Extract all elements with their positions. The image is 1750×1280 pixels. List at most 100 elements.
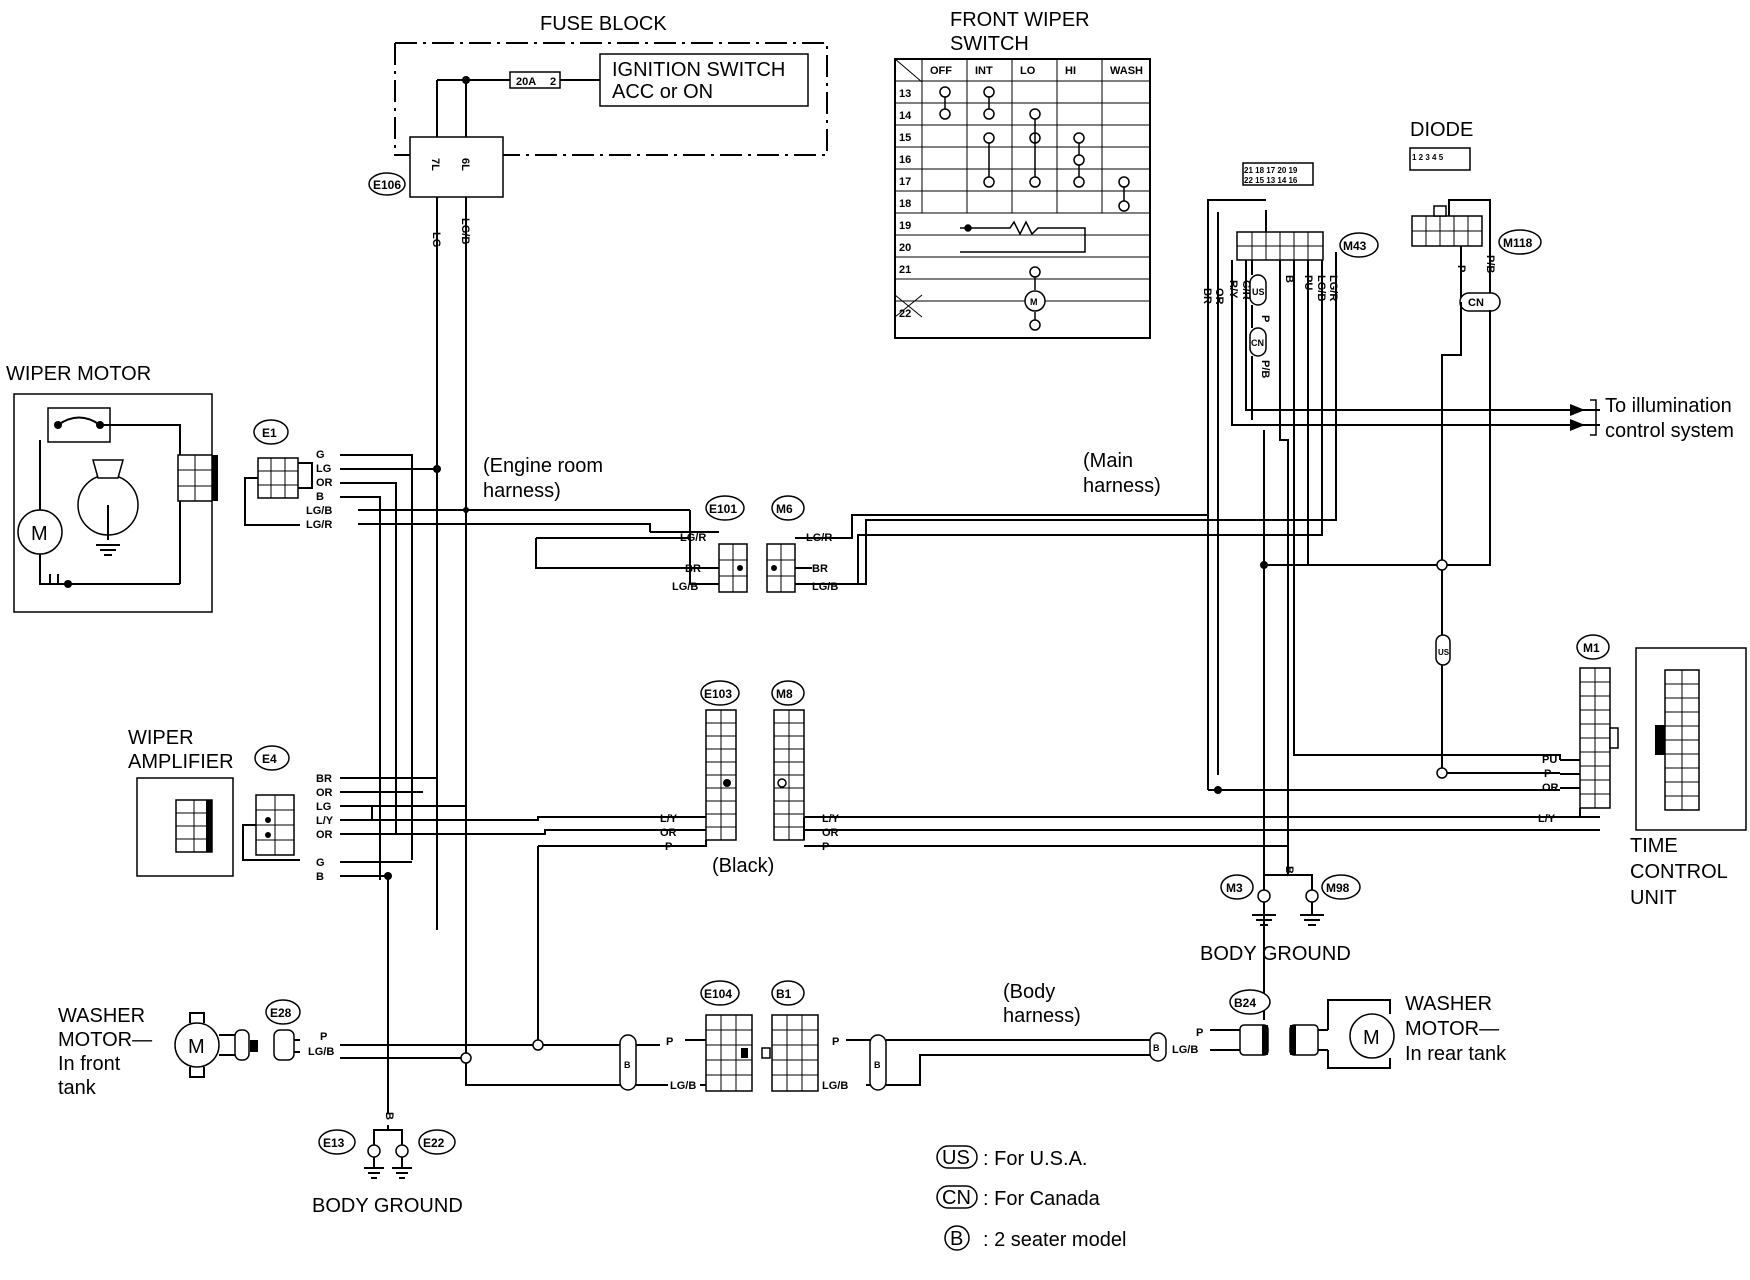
e1-wire-lg: LG [316, 463, 331, 475]
switch-row-14: 14 [899, 110, 912, 122]
switch-header-lo: LO [1020, 65, 1036, 77]
body-ground-right: B M3 M98 BODY GROUND [1200, 850, 1361, 965]
connector-m8-label: M8 [776, 687, 793, 701]
e4-wire-lg: LG [316, 801, 331, 813]
legend-item-us: US : For U.S.A. [936, 1145, 1087, 1170]
to-illumination: To illumination control system [1560, 395, 1734, 442]
e1-wire-g: G [316, 449, 325, 461]
washer-motor-front: WASHER MOTOR— In front tank M E28 P LG/B [58, 999, 620, 1099]
black-label: (Black) [712, 855, 774, 877]
legend-item-2-seater: B : 2 seater model [944, 1225, 1126, 1251]
switch-row-16: 16 [899, 154, 911, 166]
diode-cn-badge: CN [1468, 297, 1484, 309]
connector-tag-e13 [318, 1129, 356, 1155]
connector-e28-label: E28 [270, 1006, 292, 1020]
diode-label: DIODE [1410, 119, 1473, 141]
connector-e103-label: E103 [704, 687, 732, 701]
e101-wire-lgr: LG/R [680, 532, 706, 544]
ignition-label-2: ACC or ON [612, 81, 713, 103]
legend-text-cn: : For Canada [983, 1188, 1101, 1210]
e4-wire-or: OR [316, 787, 333, 799]
m8-wire-ly: L/Y [822, 813, 840, 825]
e1-wire-or: OR [316, 477, 333, 489]
connector-m43: 21 18 17 20 19 22 15 13 14 16 M43 BR OR … [857, 162, 1600, 1020]
connector-e103-m8: E103 M8 (Black) L/Y OR P L/Y OR P [537, 680, 1600, 1045]
e101-wire-lgb: LG/B [672, 581, 698, 593]
svg-text:M: M [1030, 297, 1038, 307]
washer-rear-label-2: MOTOR— [1405, 1018, 1499, 1040]
connector-tag-e104 [700, 980, 740, 1006]
connector-tag-m3 [1220, 874, 1254, 900]
connector-m6-label: M6 [776, 502, 793, 516]
wiper-motor: WIPER MOTOR M [6, 363, 218, 613]
m1-wire-or: OR [1542, 782, 1559, 794]
b1-wire-p: P [832, 1036, 839, 1048]
illumination-label-2: control system [1605, 420, 1734, 442]
connector-tag-e106 [368, 172, 406, 196]
connector-m118: M118 [1503, 236, 1533, 250]
washer-front-label-1: WASHER [58, 1005, 145, 1027]
body-ground-left: B E13 E22 BODY GROUND [312, 876, 463, 1217]
connector-m98-label: M98 [1326, 881, 1350, 895]
switch-row-21: 21 [899, 264, 911, 276]
m43-wire-p: P [1259, 315, 1271, 322]
e28-wire-p: P [320, 1031, 327, 1043]
connector-e101-m6: E101 M6 LG/R BR LG/B LG/R BR LG/B [535, 252, 1337, 593]
body-ground-left-label: BODY GROUND [312, 1195, 463, 1217]
connector-e104-label: E104 [704, 987, 732, 1001]
connector-e4-label: E4 [262, 752, 277, 766]
connector-tag-m6 [771, 495, 805, 521]
body-harness-label-2: harness) [1003, 1005, 1081, 1027]
e4-wire-b: B [316, 871, 324, 883]
switch-row-22: 22 [899, 308, 911, 320]
us-badge-diode: US [1438, 648, 1450, 657]
connector-tag-b1 [771, 980, 805, 1006]
legend-text-2-seater: : 2 seater model [983, 1229, 1126, 1251]
e103-wire-ly: L/Y [660, 813, 678, 825]
e1-wire-lgb: LG/B [306, 505, 332, 517]
connector-e22-label: E22 [423, 1136, 445, 1150]
connector-e1: E1 G LG OR B LG/B LG/R [244, 419, 690, 880]
legend-item-cn: CN : For Canada [936, 1185, 1101, 1210]
connector-e106: E106 [373, 178, 401, 192]
wire-lg-b: LG/B [459, 218, 471, 244]
b24-wire-p: P [1196, 1027, 1203, 1039]
two-seater-badge-3: B [1153, 1043, 1160, 1053]
switch-row-19: 19 [899, 220, 911, 232]
m43-wire-pb: P/B [1259, 360, 1271, 378]
e104-wire-lgb: LG/B [670, 1080, 696, 1092]
time-control-label-2: CONTROL [1630, 861, 1728, 883]
e4-wire-ly: L/Y [316, 815, 334, 827]
ignition-switch [599, 53, 809, 107]
switch-header-wash: WASH [1110, 65, 1143, 77]
fuse-number: 2 [550, 76, 556, 88]
washer-front-label-2: MOTOR— [58, 1029, 152, 1051]
legend-badge-2-seater: B [950, 1228, 963, 1250]
connector-tag-e28 [265, 999, 301, 1025]
two-seater-badge-2: B [874, 1060, 881, 1070]
connector-tag-m8 [771, 680, 805, 706]
legend-badge-us: US [942, 1147, 970, 1169]
wiper-amplifier: WIPER AMPLIFIER E4 BR OR LG L/Y OR G B [128, 727, 700, 883]
connector-e13-label: E13 [323, 1136, 345, 1150]
wire-lg: LG [430, 232, 442, 247]
switch-row-15: 15 [899, 132, 911, 144]
time-control-label-1: TIME [1630, 835, 1678, 857]
svg-text:M: M [188, 1036, 205, 1058]
switch-row-17: 17 [899, 176, 911, 188]
switch-header-off: OFF [930, 65, 952, 77]
m43-pins-top: 21 18 17 20 19 [1244, 166, 1298, 175]
legend-badge-cn: CN [942, 1187, 971, 1209]
m118-wire-p: P [1455, 265, 1467, 272]
b1-wire-lgb: LG/B [822, 1080, 848, 1092]
m8-wire-or: OR [822, 827, 839, 839]
engine-room-harness-label-1: (Engine room [483, 455, 603, 477]
connector-e104-b1: B P LG/B E104 B1 P LG/B B (Body harness) [619, 980, 1150, 1092]
connector-e1-label: E1 [262, 426, 277, 440]
front-wiper-switch-label-2: SWITCH [950, 33, 1029, 55]
connector-tag-m98 [1321, 874, 1361, 900]
m43-pins-bottom: 22 15 13 14 16 [1244, 176, 1298, 185]
connector-m43-label: M43 [1343, 239, 1367, 253]
